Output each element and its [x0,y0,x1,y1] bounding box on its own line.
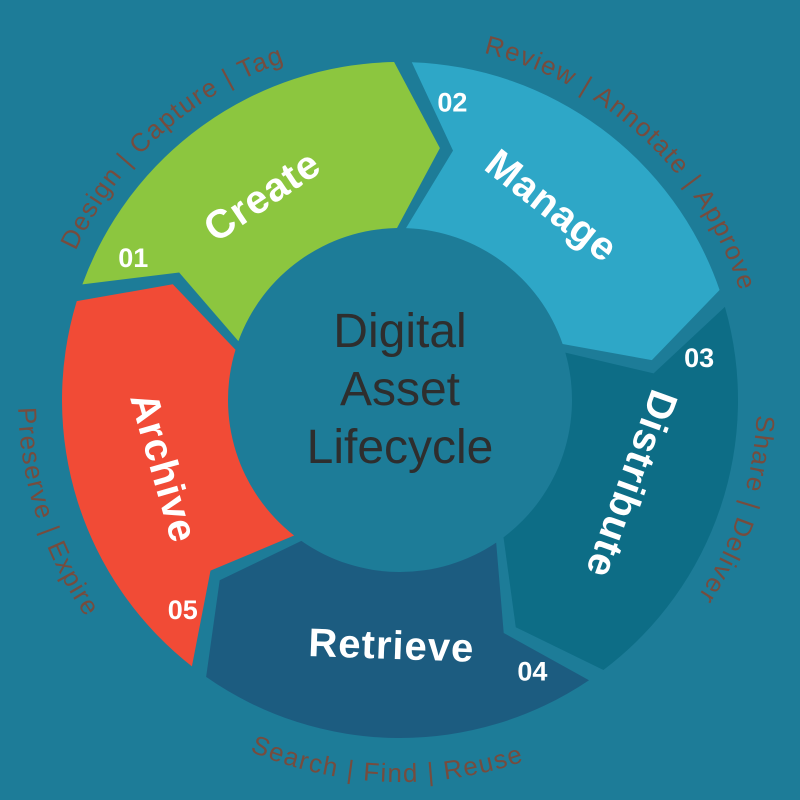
segment-number-archive: 05 [168,595,198,625]
segment-number-distribute: 03 [684,343,714,373]
segment-number-manage: 02 [437,88,467,118]
segment-create [82,62,440,342]
center-title-line: Lifecycle [307,421,494,474]
segment-manage [406,62,720,361]
segment-number-create: 01 [118,243,148,273]
center-title-line: Digital [333,305,466,358]
segment-number-retrieve: 04 [517,656,547,686]
segment-retrieve [206,540,590,738]
center-title-line: Asset [340,363,460,416]
segment-label-retrieve: Retrieve [308,621,475,671]
segment-archive [62,284,295,667]
segment-distribute [503,306,739,670]
